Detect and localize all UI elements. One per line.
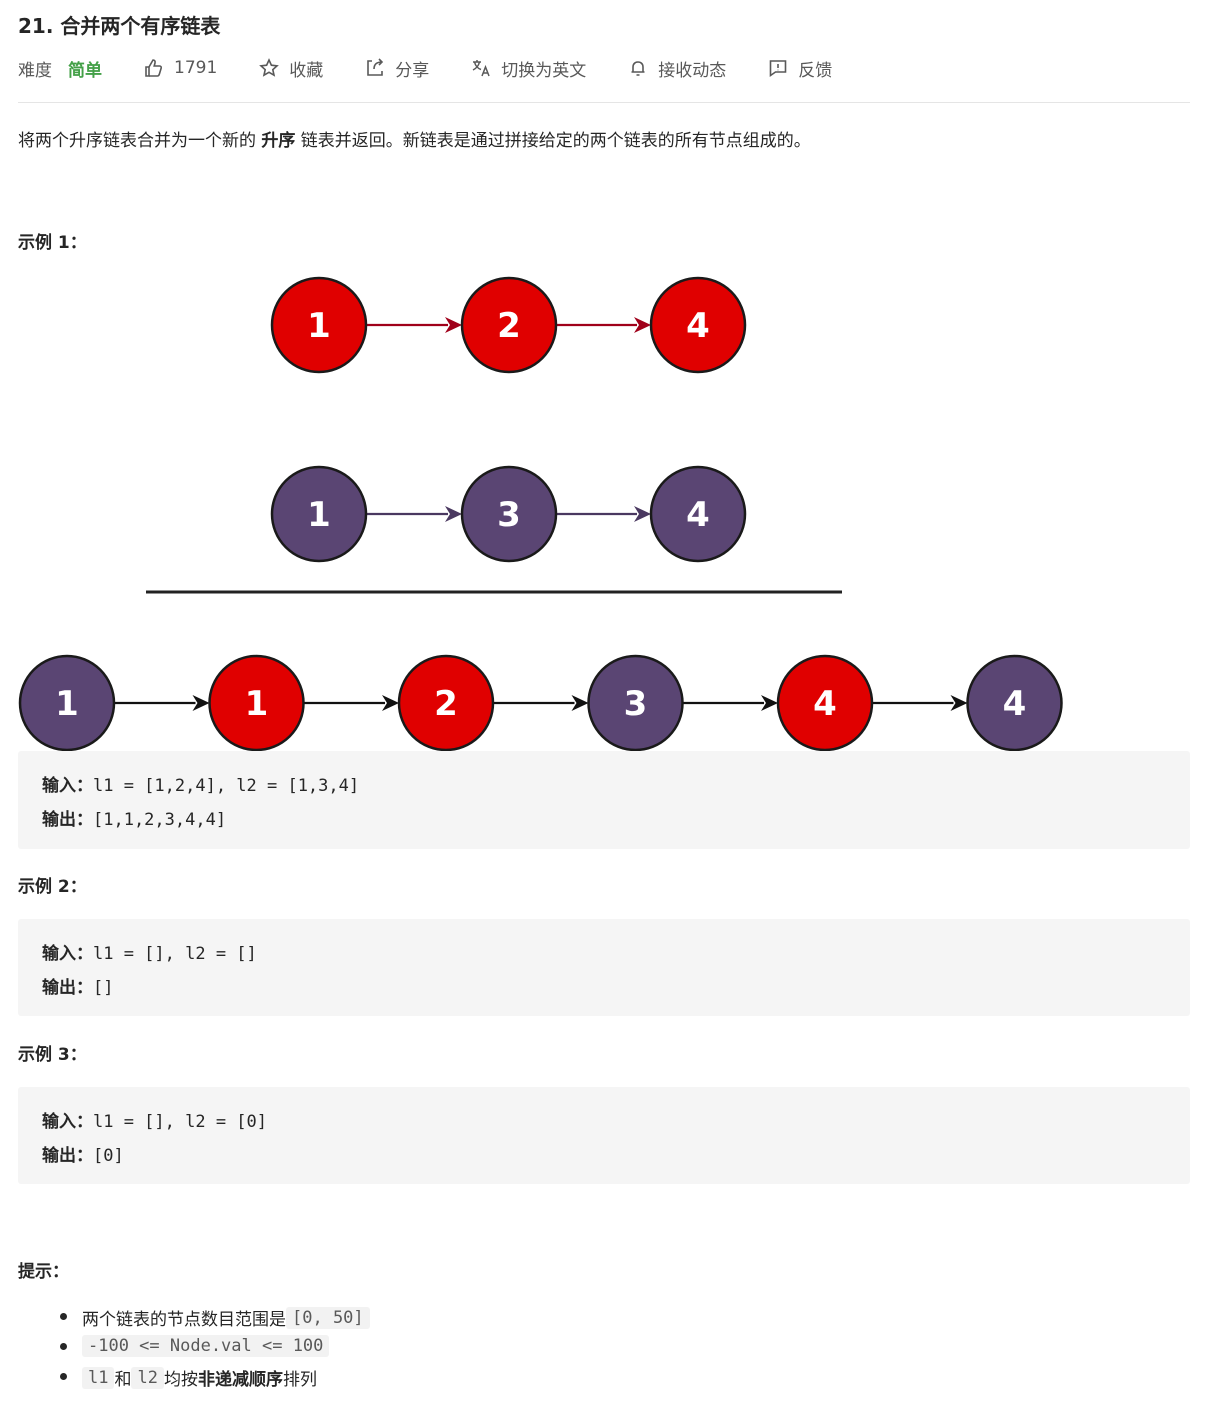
hint-1-code: [0, 50] [286, 1306, 370, 1329]
description-bold: 升序 [261, 131, 296, 151]
example-2-output: [] [93, 978, 114, 998]
node-value: 4 [686, 495, 710, 535]
favorite-button[interactable]: 收藏 [259, 56, 323, 81]
node-value: 3 [624, 684, 648, 724]
switch-language-button[interactable]: 切换为英文 [471, 56, 586, 81]
problem-title: 21. 合并两个有序链表 [18, 14, 221, 38]
description-part2: 链表并返回。新链表是通过拼接给定的两个链表的所有节点组成的。 [295, 131, 811, 151]
list-node [776, 654, 874, 752]
list-node [397, 654, 495, 752]
translate-icon [472, 60, 490, 77]
hint-2-code: -100 <= Node.val <= 100 [82, 1335, 330, 1357]
example-2-title: 示例 2： [18, 877, 87, 897]
list-node [18, 654, 116, 752]
example-1-input-label: 输入： [42, 776, 93, 796]
list-node [587, 654, 684, 752]
star-icon [259, 58, 280, 77]
example-2-input: l1 = [], l2 = [] [93, 944, 257, 964]
list-node [208, 654, 305, 752]
node-arrow-head [950, 695, 968, 711]
list-node [649, 276, 747, 374]
feedback-icon [769, 60, 787, 78]
node-arrow-head [445, 317, 462, 333]
example-1-output: [1,1,2,3,4,4] [93, 810, 227, 830]
hint-3-code-l2: l2 [131, 1366, 164, 1389]
example-3-code: 输入：l1 = [], l2 = [0] 输出：[0] [18, 1087, 1190, 1184]
list-node [270, 276, 368, 374]
example-1-input: l1 = [1,2,4], l2 = [1,3,4] [93, 776, 360, 796]
example-3-title: 示例 3： [18, 1045, 87, 1065]
node-arrow-head [192, 695, 210, 711]
bullet [60, 1343, 67, 1350]
node-value: 1 [245, 684, 269, 724]
feedback-label: 反馈 [798, 60, 833, 81]
like-button[interactable]: 1791 [144, 58, 217, 78]
share-label: 分享 [395, 60, 430, 81]
subscribe-button[interactable]: 接收动态 [628, 56, 726, 81]
example-3-input-label: 输入： [42, 1112, 93, 1132]
list-node [460, 276, 558, 374]
list-node [460, 465, 558, 563]
header-divider [18, 102, 1190, 103]
example-2-output-label: 输出： [42, 978, 93, 998]
like-count: 1791 [174, 58, 218, 78]
node-arrow-head [382, 695, 399, 711]
hint-3-end: 排列 [282, 1370, 317, 1390]
example-3-input: l1 = [], l2 = [0] [93, 1112, 267, 1132]
problem-description: 将两个升序链表合并为一个新的 升序 链表并返回。新链表是通过拼接给定的两个链表的… [18, 126, 811, 151]
node-arrow-head [761, 695, 778, 711]
list-node [966, 654, 1063, 752]
node-arrow-head [445, 506, 462, 522]
example-2-code: 输入：l1 = [], l2 = [] 输出：[] [18, 919, 1190, 1016]
thumbs-up-icon [145, 59, 163, 77]
node-value: 1 [307, 306, 331, 346]
bell-icon [631, 61, 645, 76]
hint-3-text: 均按 [163, 1370, 198, 1390]
bullet [60, 1313, 67, 1320]
node-arrow-head [634, 506, 651, 522]
example-3-output: [0] [93, 1146, 124, 1166]
merge-diagram: 1 2 4 1 3 4 1 1 2 3 4 4 [18, 276, 1063, 752]
hint-1-text: 两个链表的节点数目范围是 [82, 1310, 286, 1330]
share-button[interactable]: 分享 [365, 56, 429, 81]
example-2-input-label: 输入： [42, 944, 93, 964]
node-arrow-head [634, 317, 651, 333]
difficulty-label: 难度 [18, 60, 52, 81]
example-1-title: 示例 1： [18, 233, 87, 253]
bullet [60, 1373, 67, 1380]
hints-title: 提示： [18, 1262, 69, 1282]
favorite-label: 收藏 [289, 60, 324, 81]
node-value: 4 [813, 684, 837, 724]
list-node [270, 465, 368, 563]
node-value: 2 [434, 684, 458, 724]
node-value: 1 [307, 495, 331, 535]
node-value: 4 [686, 306, 710, 346]
node-value: 3 [497, 495, 521, 535]
difficulty-value: 简单 [68, 60, 102, 81]
switch-language-label: 切换为英文 [501, 60, 587, 81]
feedback-button[interactable]: 反馈 [768, 56, 832, 81]
node-value: 1 [55, 684, 79, 724]
node-value: 4 [1003, 684, 1027, 724]
subscribe-label: 接收动态 [658, 60, 727, 81]
hint-3-code-l1: l1 [82, 1366, 115, 1389]
node-arrow-head [571, 695, 589, 711]
list-node [649, 465, 747, 563]
hint-3-mid: 和 [114, 1370, 132, 1390]
example-1-code: 输入：l1 = [1,2,4], l2 = [1,3,4] 输出：[1,1,2,… [18, 751, 1190, 849]
node-value: 2 [497, 306, 521, 346]
description-part1: 将两个升序链表合并为一个新的 [18, 131, 262, 151]
share-icon [367, 58, 384, 76]
hint-3-bold: 非递减顺序 [197, 1370, 283, 1390]
problem-meta-bar: 难度 简单 1791 收藏 分享 [18, 55, 874, 81]
example-3-output-label: 输出： [42, 1146, 93, 1166]
example-1-output-label: 输出： [42, 810, 93, 830]
